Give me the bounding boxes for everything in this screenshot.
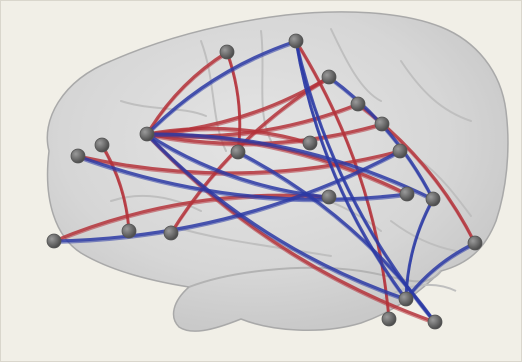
brain-region-node-n15 [468,236,482,250]
brain-region-node-n6 [95,138,109,152]
brain-region-node-n17 [122,224,136,238]
brain-region-node-n14 [426,192,440,206]
brain-region-node-n4 [351,97,365,111]
brain-region-node-n5 [140,127,154,141]
brain-region-node-n18 [164,226,178,240]
brain-region-node-n20 [428,315,442,329]
brain-region-node-n21 [399,292,413,306]
brain-region-node-n9 [303,136,317,150]
brain-region-node-n19 [382,312,396,326]
brain-region-node-n8 [231,145,245,159]
brain-region-node-n16 [47,234,61,248]
brain-region-node-n2 [289,34,303,48]
brain-region-node-n12 [322,190,336,204]
brain-region-node-n1 [220,45,234,59]
brain-region-node-n7 [71,149,85,163]
brain-region-node-n13 [400,187,414,201]
brain-region-node-n3 [322,70,336,84]
brain-region-node-n11 [393,144,407,158]
brain-region-node-n10 [375,117,389,131]
